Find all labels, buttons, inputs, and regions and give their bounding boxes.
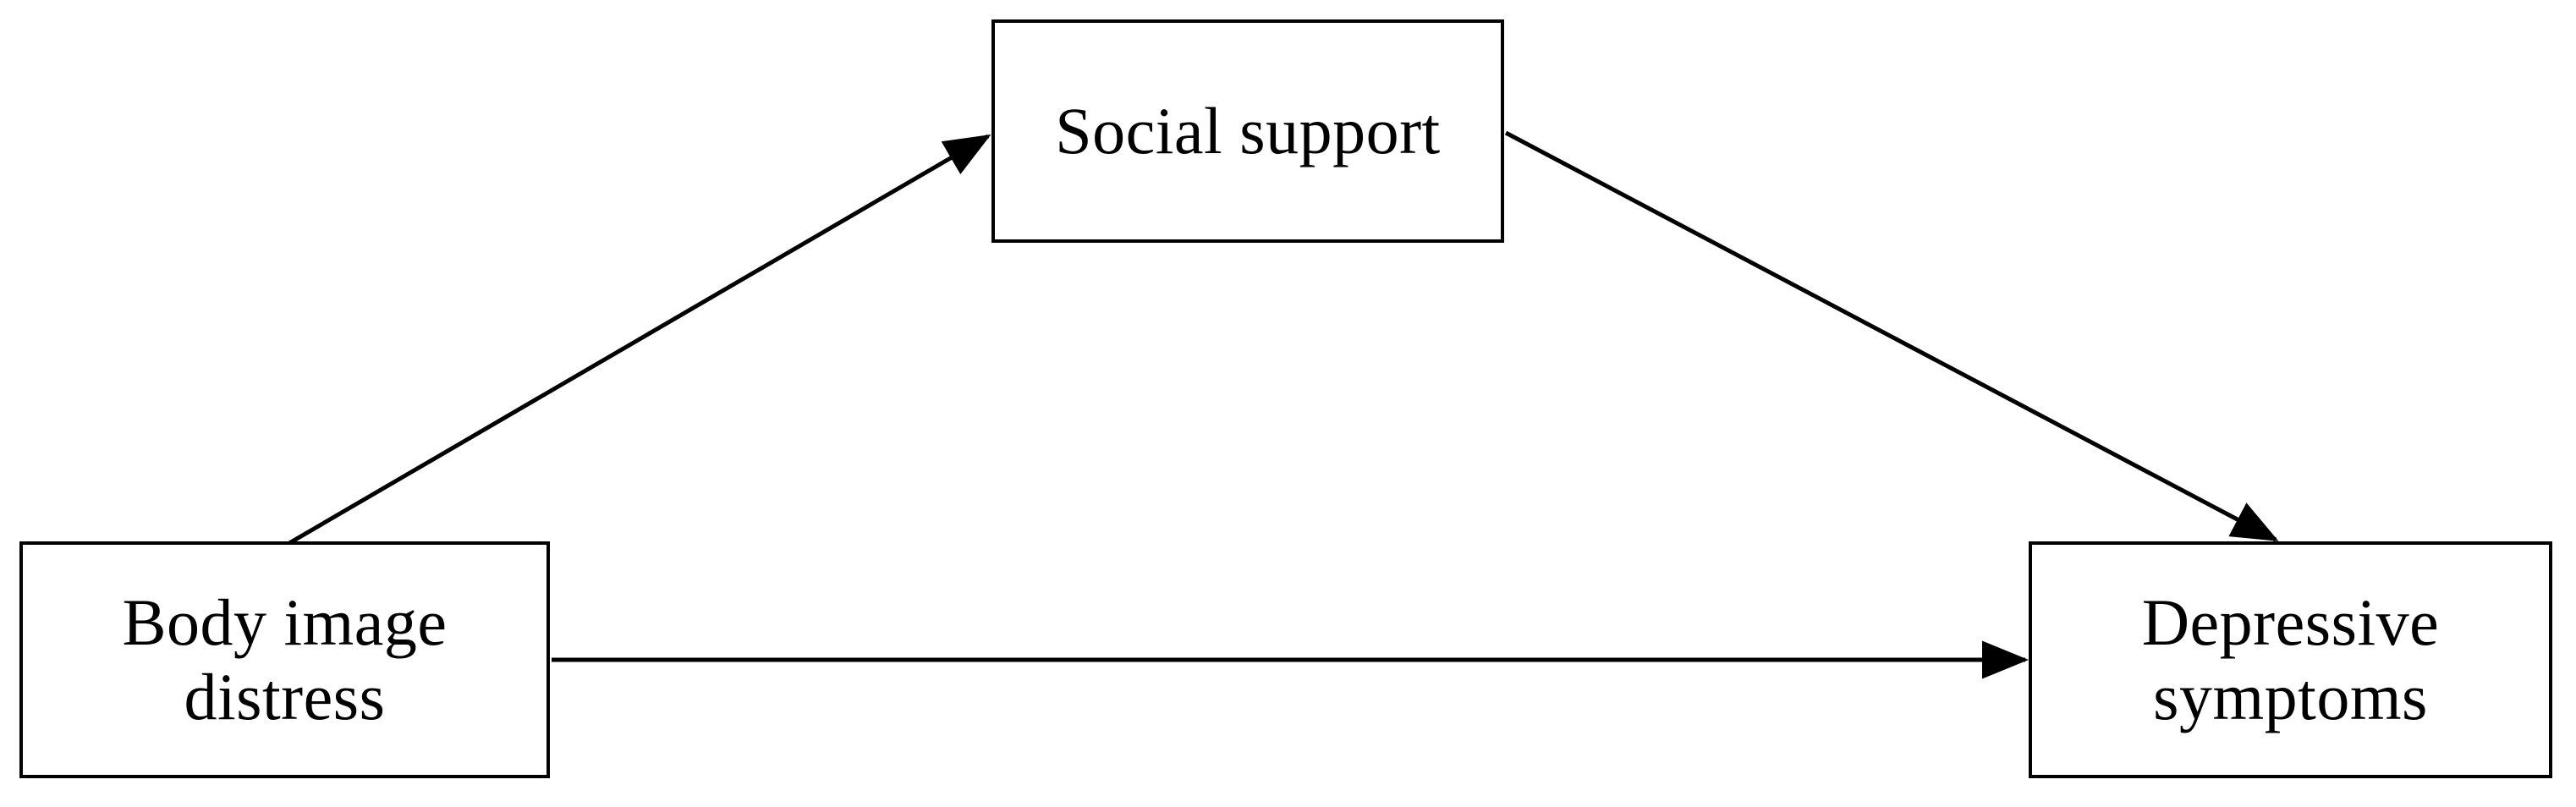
node-social-support[interactable]: Social support: [991, 19, 1504, 243]
edge-a-path-body-image-distress-to-social-support: [288, 134, 991, 546]
node-social-support-label: Social support: [1055, 94, 1441, 167]
node-body-image-distress[interactable]: Body image distress: [19, 541, 550, 778]
node-body-image-distress-label: Body image distress: [122, 585, 448, 733]
edge-b-path-social-support-to-depressive-symptoms: [1504, 130, 2279, 542]
node-depressive-symptoms-label: Depressive symptoms: [2141, 585, 2440, 733]
node-depressive-symptoms[interactable]: Depressive symptoms: [2029, 541, 2552, 778]
